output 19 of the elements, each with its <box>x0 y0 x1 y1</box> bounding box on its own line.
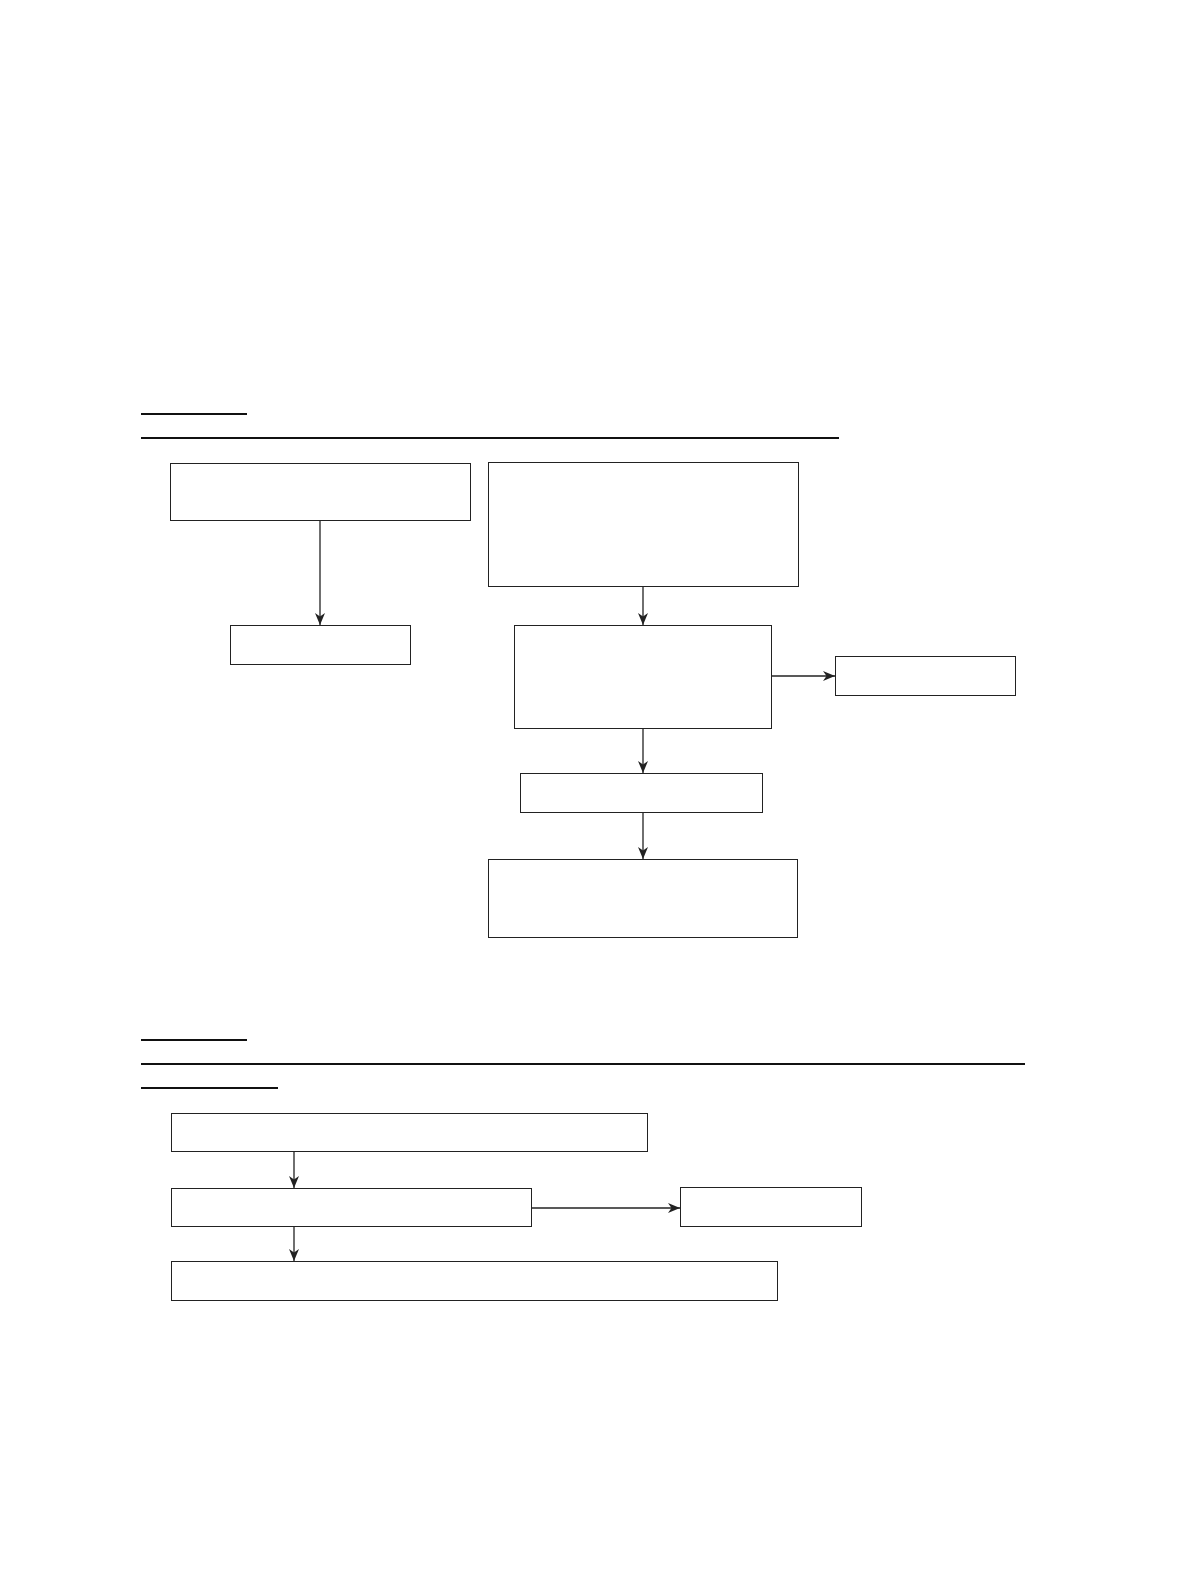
process-box <box>171 1188 532 1227</box>
process-box <box>520 773 763 813</box>
arrow <box>315 520 325 626</box>
process-box <box>680 1187 862 1227</box>
process-box <box>488 859 798 938</box>
process-box <box>514 625 772 729</box>
arrow <box>771 671 836 681</box>
arrow <box>289 1151 299 1189</box>
arrow <box>638 812 648 860</box>
process-box <box>488 462 799 587</box>
arrow <box>531 1203 681 1213</box>
process-box <box>171 1261 778 1301</box>
process-box <box>171 1113 648 1152</box>
process-box <box>230 625 411 665</box>
arrow <box>289 1226 299 1262</box>
process-box <box>835 656 1016 696</box>
process-box <box>170 463 471 521</box>
arrow <box>638 728 648 774</box>
arrow <box>638 586 648 626</box>
